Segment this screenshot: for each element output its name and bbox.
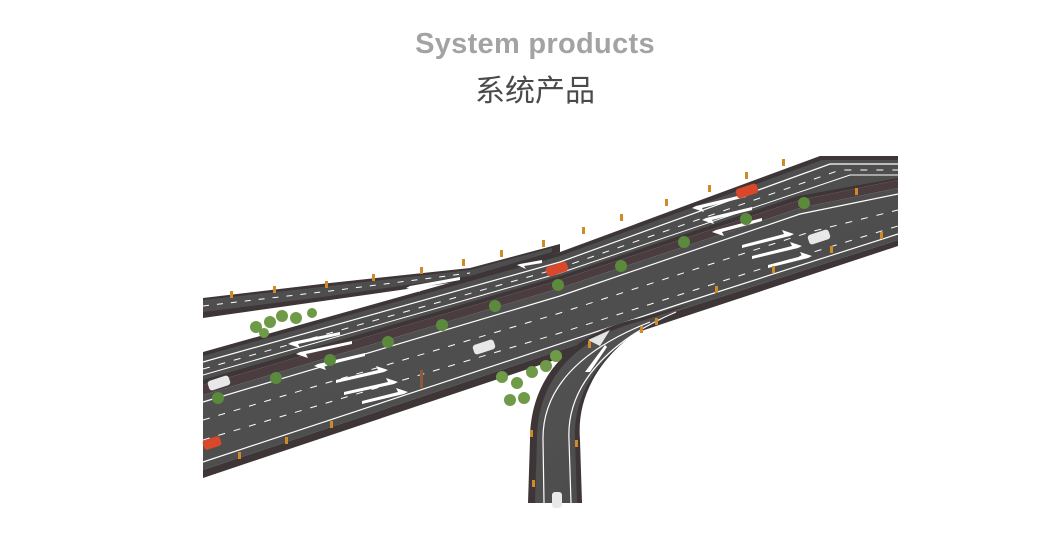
tree-icon [259,328,269,338]
car-icon [807,229,831,245]
delineator-icon [745,172,748,179]
delineator-icon [588,341,591,348]
delineator-icon [462,259,465,266]
tree-icon [212,392,224,404]
tree-icon [489,300,501,312]
tree-icon [250,321,262,333]
lane-arrow-icon [344,378,398,395]
lane-arrow-icon [692,194,746,212]
car-icon [207,375,231,391]
tree-icon [511,377,523,389]
car-icon [202,436,222,450]
lane-arrow-icon [288,332,340,348]
delineator-icon [273,286,276,293]
tree-icon [496,371,508,383]
delineator-icon [372,274,375,281]
delineator-icon [542,240,545,247]
lane-arrow-icon [702,207,752,224]
delineator-icon [285,437,288,444]
left-on-ramp [202,244,560,318]
delineator-icon [855,188,858,195]
tree-icon [615,260,627,272]
tree-icon [540,360,552,372]
car-icon [545,261,569,277]
page-title-en: System products [415,28,655,60]
tree-icon [678,236,690,248]
delineator-icon [532,480,535,487]
tree-icon [740,213,752,225]
delineator-icon [880,232,883,239]
delineator-icon [330,421,333,428]
delineator-icon [830,246,833,253]
tree-icon [324,354,336,366]
delineator-icon [530,430,533,437]
tree-icon [504,394,516,406]
tree-icon [798,197,810,209]
car-icon [472,339,496,355]
tree-icon [526,366,538,378]
median [203,180,898,395]
median-trees [212,197,810,404]
tree-icon [436,319,448,331]
delineators [230,159,883,487]
off-ramp [528,304,690,504]
lane-arrow-icon [742,230,794,248]
tree-icon [550,350,562,362]
delineator-icon [665,199,668,206]
delineator-icon [500,250,503,257]
lane-arrow-icon [336,366,388,383]
delineator-icon [420,370,423,388]
delineator-icon [640,326,643,333]
tree-icon [307,308,317,318]
delineator-icon [620,214,623,221]
delineator-icon [230,291,233,298]
delineator-icon [772,266,775,273]
tree-icon [264,316,276,328]
tree-icon [270,372,282,384]
lane-arrow-icon [585,345,607,372]
car-icon [735,183,759,199]
delineator-icon [655,318,658,325]
delineator-icon [582,227,585,234]
lane-arrow-icon [362,388,408,404]
delineator-icon [708,185,711,192]
vehicles [202,183,831,508]
page-title-cn: 系统产品 [475,74,595,109]
delineator-icon [238,452,241,459]
lane-arrow-icon [406,277,460,292]
delineator-icon [575,440,578,447]
shrub-clusters [250,308,562,406]
tree-icon [382,336,394,348]
lane-arrow-icon [296,341,352,358]
car-icon [552,492,562,508]
lane-arrow-icon [517,260,542,269]
tree-icon [276,310,288,322]
delineator-icon [325,281,328,288]
lane-arrow-icon [752,242,802,259]
tree-icon [552,279,564,291]
delineator-icon [782,159,785,166]
lane-arrow-icon [314,353,365,370]
lane-arrow-icon [768,252,812,268]
delineator-icon [715,286,718,293]
tree-icon [290,312,302,324]
tree-icon [518,392,530,404]
delineator-icon [420,267,423,274]
